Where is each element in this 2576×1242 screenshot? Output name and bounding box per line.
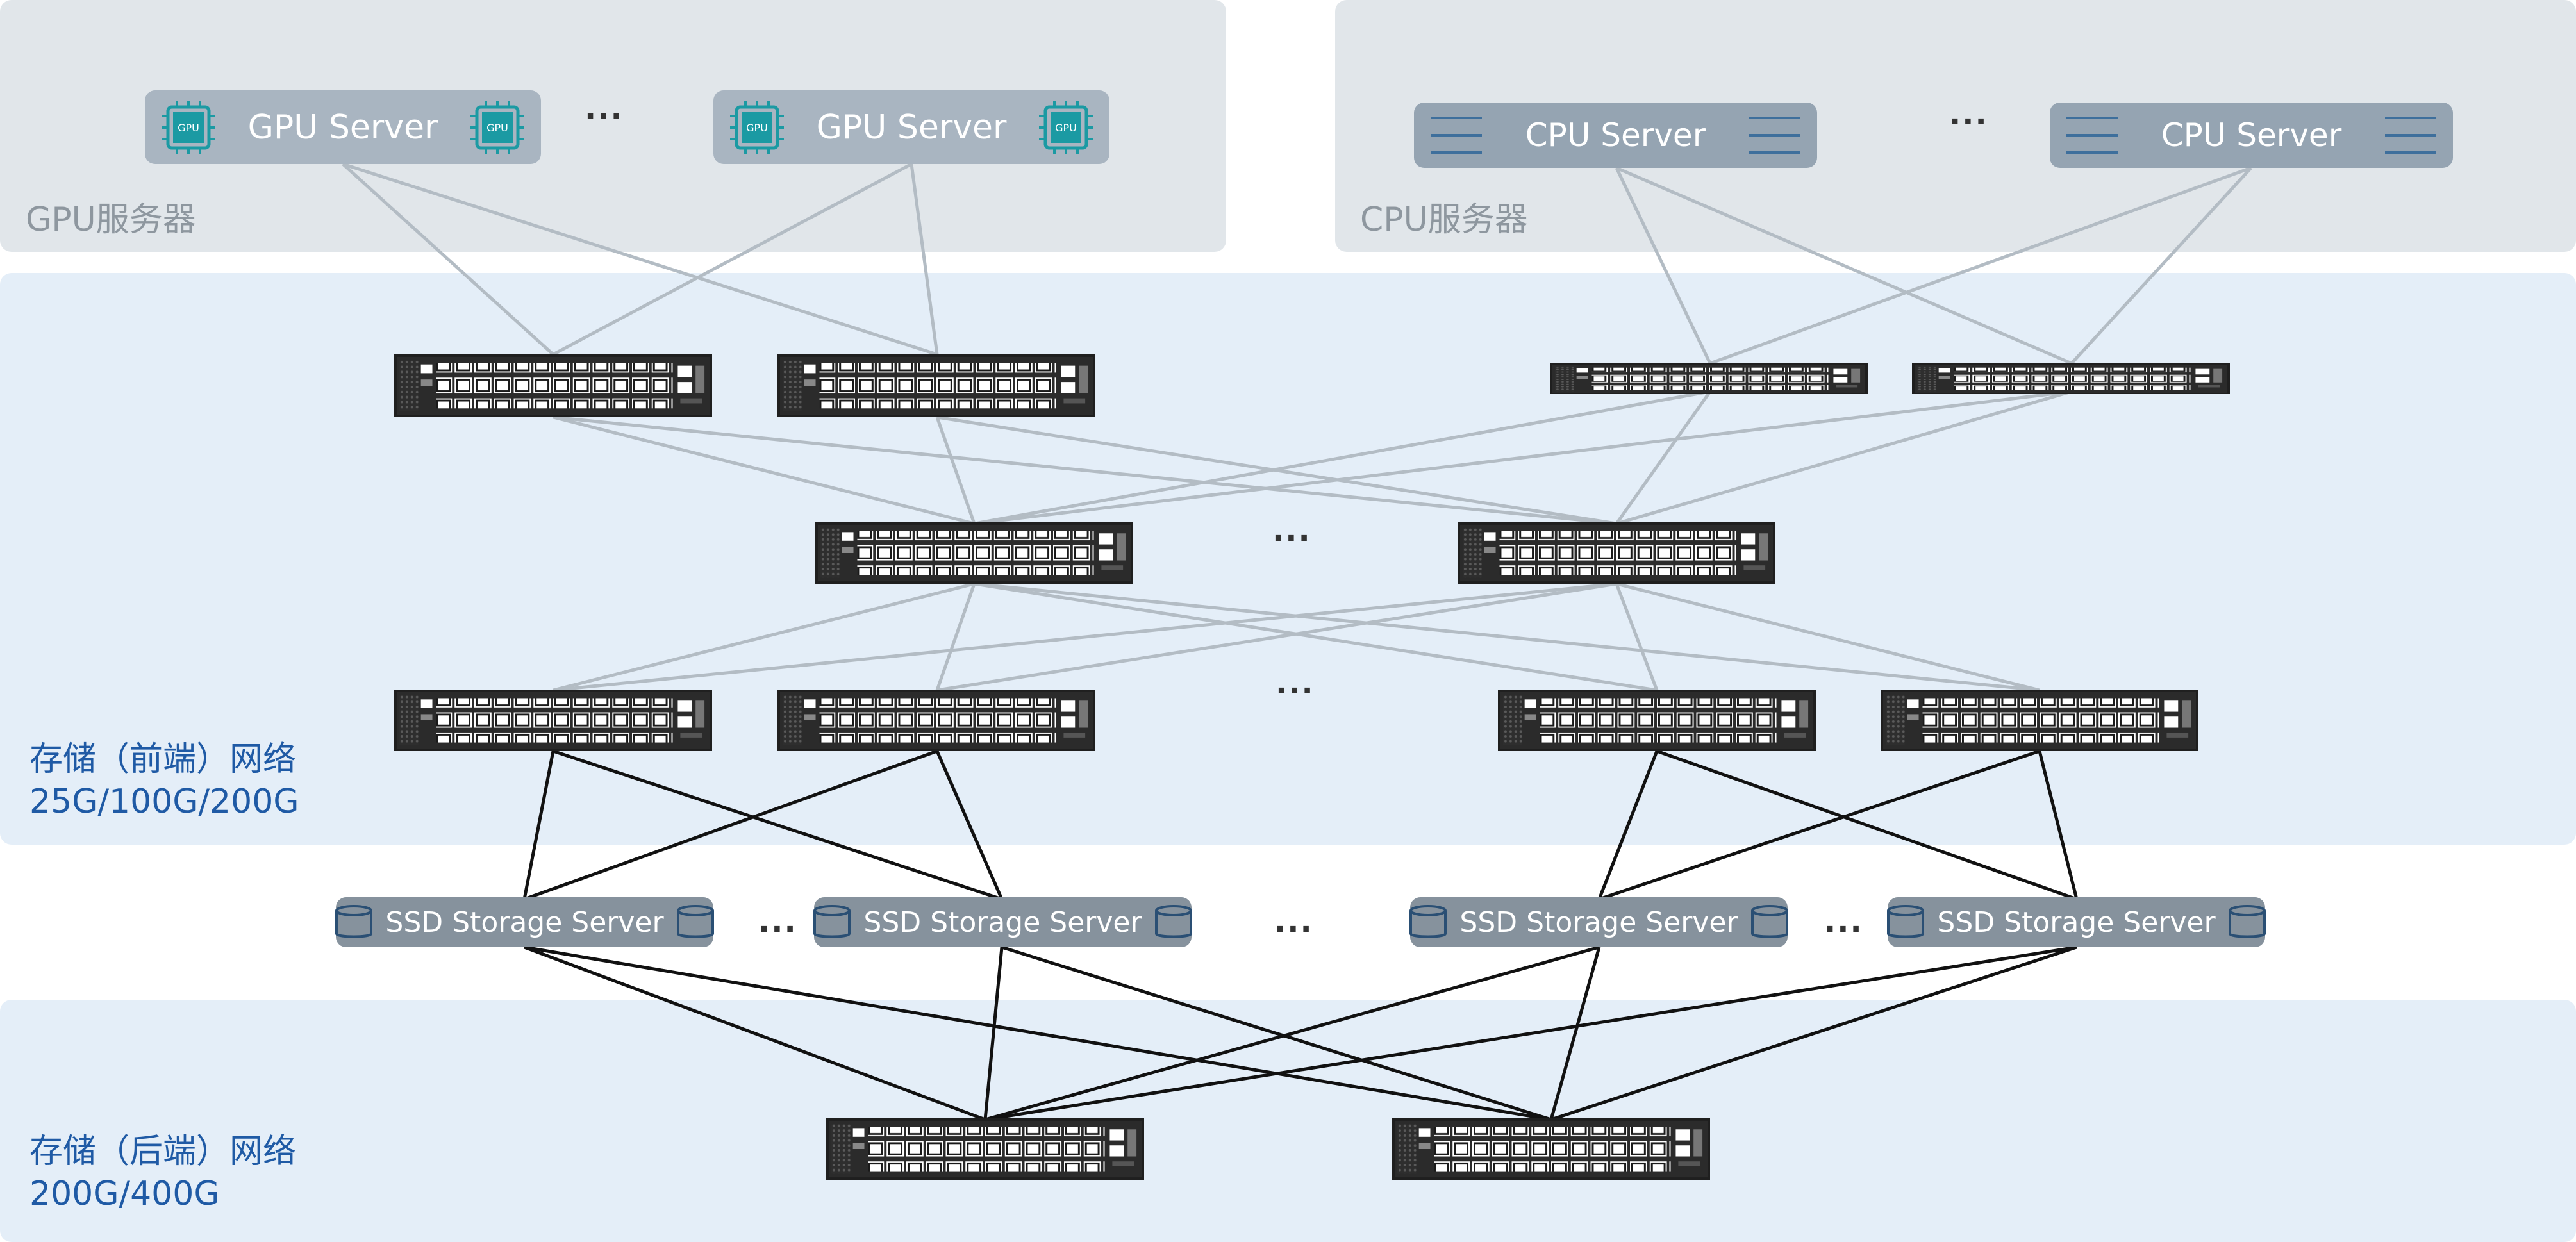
gpu-tor-switch xyxy=(777,354,1095,417)
gpu-chip-text: GPU xyxy=(1055,122,1077,134)
back-network-label: 存储（后端）网络 200G/400G xyxy=(29,1130,296,1215)
leaf-switch xyxy=(1498,690,1816,751)
gpu-chip-icon: GPU xyxy=(730,100,784,154)
leaf-switch xyxy=(1881,690,2198,751)
cpu-server: CPU Server xyxy=(2050,103,2453,168)
leaf-switch xyxy=(777,690,1095,751)
cpu-server: CPU Server xyxy=(1414,103,1817,168)
database-icon xyxy=(2228,905,2266,938)
server-rack-icon xyxy=(2066,117,2118,154)
gpu-chip-text: GPU xyxy=(746,122,768,134)
spine-switch-ellipsis: ... xyxy=(1272,513,1311,549)
cpu-server-label: CPU Server xyxy=(1525,117,1706,154)
leaf-switch-ellipsis: ... xyxy=(1276,665,1315,701)
ssd-storage-server: SSD Storage Server xyxy=(335,897,714,947)
database-icon xyxy=(1750,905,1788,938)
cpu-tor-switch xyxy=(1912,363,2230,394)
spine-switch xyxy=(1458,522,1775,584)
front-network-speeds: 25G/100G/200G xyxy=(29,782,299,821)
ssd-storage-server: SSD Storage Server xyxy=(1887,897,2266,947)
gpu-server-label: GPU Server xyxy=(247,108,438,147)
server-rack-icon xyxy=(1431,117,1482,154)
back-end-network-region xyxy=(0,1000,2576,1242)
server-rack-icon xyxy=(2385,117,2436,154)
gpu-chip-text: GPU xyxy=(178,122,199,134)
ssd-storage-server: SSD Storage Server xyxy=(1409,897,1788,947)
front-network-label: 存储（前端）网络 25G/100G/200G xyxy=(29,738,299,823)
gpu-server: GPU GPU Server GPU xyxy=(145,90,541,164)
ssd-server-label: SSD Storage Server xyxy=(385,906,664,939)
ssd-server-ellipsis: ... xyxy=(1824,904,1863,940)
database-icon xyxy=(1154,905,1192,938)
cpu-server-ellipsis: ... xyxy=(1949,96,1988,132)
gpu-chip-icon: GPU xyxy=(162,100,215,154)
gpu-chip-icon: GPU xyxy=(470,100,524,154)
database-icon xyxy=(335,905,373,938)
server-rack-icon xyxy=(1749,117,1800,154)
ssd-server-ellipsis: ... xyxy=(758,904,797,940)
cpu-region-label: CPU服务器 xyxy=(1360,201,1528,239)
backend-switch xyxy=(826,1118,1144,1180)
gpu-server-label: GPU Server xyxy=(816,108,1007,147)
gpu-server-ellipsis: ... xyxy=(585,91,624,127)
ssd-storage-server: SSD Storage Server xyxy=(813,897,1192,947)
spine-switch xyxy=(815,522,1133,584)
cpu-tor-switch xyxy=(1550,363,1868,394)
leaf-switch xyxy=(394,690,712,751)
gpu-chip-icon: GPU xyxy=(1039,100,1093,154)
database-icon xyxy=(1409,905,1447,938)
backend-switch xyxy=(1392,1118,1710,1180)
database-icon xyxy=(1887,905,1925,938)
database-icon xyxy=(813,905,851,938)
database-icon xyxy=(676,905,714,938)
gpu-region-label: GPU服务器 xyxy=(26,201,196,239)
gpu-server: GPU GPU Server GPU xyxy=(713,90,1109,164)
front-network-title: 存储（前端）网络 xyxy=(29,740,297,779)
ssd-server-label: SSD Storage Server xyxy=(1937,906,2216,939)
ssd-server-label: SSD Storage Server xyxy=(1459,906,1738,939)
back-network-speeds: 200G/400G xyxy=(29,1175,220,1213)
ssd-server-ellipsis: ... xyxy=(1274,904,1313,940)
gpu-tor-switch xyxy=(394,354,712,417)
back-network-title: 存储（后端）网络 xyxy=(29,1132,297,1171)
ssd-server-label: SSD Storage Server xyxy=(863,906,1142,939)
gpu-chip-text: GPU xyxy=(486,122,508,134)
cpu-server-label: CPU Server xyxy=(2161,117,2342,154)
